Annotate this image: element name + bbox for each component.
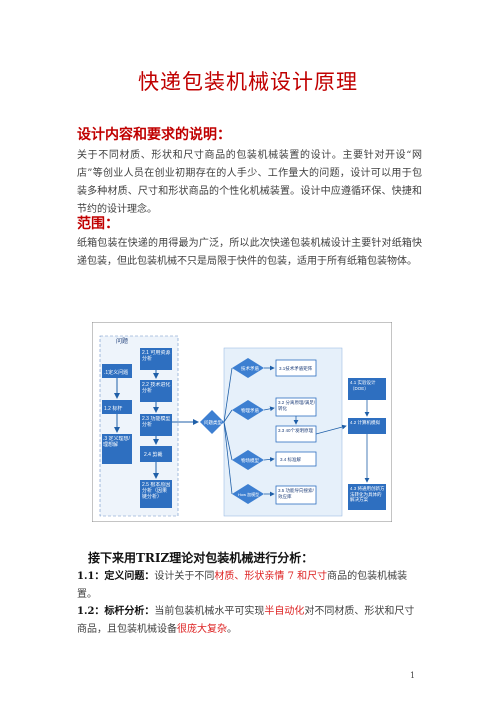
right-box-1-label: 3.1技术矛盾矩阵 xyxy=(279,365,313,372)
item-2-label: 1.2：标杆分析： xyxy=(77,606,155,617)
hub-diamond xyxy=(200,410,224,434)
section1-heading: 设计内容和要求的说明： xyxy=(77,127,231,143)
mid-box-4-label: 2.4 剪裁 xyxy=(144,451,162,458)
left-box-1-label: .1定义问题 xyxy=(104,369,128,376)
right-box-5 xyxy=(275,485,317,505)
item-2-text-c: 。 xyxy=(227,624,237,635)
right-box-4 xyxy=(275,451,317,467)
diagram-header: 问题 xyxy=(116,337,128,345)
far-box-1-label: 4.1 实验设计（DOE） xyxy=(350,380,376,391)
right-box-2-label: 3.2 分离原理/满足/转化 xyxy=(278,400,315,411)
item-1-highlight-mid: 材质、形状亲情 7 和尺寸 xyxy=(214,571,328,582)
diamond-2-label: 物理矛盾 xyxy=(241,407,259,414)
item-1-text-a: 设计关于不同 xyxy=(154,571,215,582)
mid-box-2-label: 2.2 技术进化分析 xyxy=(142,382,171,394)
diamond-3-label: 物场模型 xyxy=(241,457,259,464)
triz-subheading: 接下来用TRIZ理论对包装机械进行分析： xyxy=(88,551,314,565)
item-2-text-a: 当前包装机械水平可实现 xyxy=(154,606,265,617)
diamond-1 xyxy=(232,358,264,378)
mid-column: 2.1 可用资源分析 2.2 技术进化分析 2.3 功能模型分析 2.4 剪裁 … xyxy=(140,348,172,508)
diamond-4 xyxy=(232,484,264,504)
hub-group: 问题类型 xyxy=(172,410,224,434)
page-number: 1 xyxy=(410,671,416,680)
item-2: 1.2：标杆分析：当前包装机械水平可实现半自动化对不同材质、形状和尺寸商品，且包… xyxy=(77,603,422,639)
diamond-3 xyxy=(232,450,264,470)
mid-box-3 xyxy=(140,414,172,436)
right-box-1 xyxy=(275,359,317,377)
mid-box-4 xyxy=(140,446,172,462)
hub-label: 问题类型 xyxy=(204,419,222,426)
mid-box-5-label: 2.5 根本原因分析（因果链分析） xyxy=(142,482,171,500)
diamond-1-label: 技术矛盾 xyxy=(241,365,259,372)
left-box-3-label: .3 定义理想/理想解 xyxy=(103,436,130,448)
item-2-highlight-a: 半自动化 xyxy=(264,606,305,617)
mid-box-1-label: 2.1 可用资源分析 xyxy=(142,350,171,362)
mid-box-1 xyxy=(140,348,172,370)
document-title: 快递包装机械设计原理 xyxy=(138,70,358,94)
section2-text: 纸箱包装在快递的用得最为广泛，所以此次快递包装机械设计主要针对纸箱快递包装，但此… xyxy=(77,238,422,267)
far-box-2 xyxy=(348,418,386,434)
section1-text: 关于不同材质、形状和尺寸商品的包装机械装置的设计。主要针对开设“网店”等创业人员… xyxy=(77,150,422,215)
left-box-2-label: 1.2 标杆 xyxy=(104,405,122,412)
item-1: 1.1：定义问题：设计关于不同材质、形状亲情 7 和尺寸商品的包装机械装置。 xyxy=(77,568,422,604)
mid-box-2 xyxy=(140,380,172,402)
right-box-5-label: 3.5 功能导向搜索/效应库 xyxy=(278,488,314,499)
section2-heading: 范围： xyxy=(77,216,119,232)
left-box-2 xyxy=(102,400,132,414)
item-2-highlight-b: 很庞大复杂 xyxy=(177,624,227,635)
far-box-1 xyxy=(348,378,386,400)
diamond-4-label: How 加模型 xyxy=(238,491,259,497)
right-box-4-label: 3.4 标准解 xyxy=(280,456,302,463)
far-box-2-label: 4.2 计算机模拟 xyxy=(350,420,381,425)
item-1-label: 1.1：定义问题： xyxy=(77,571,155,582)
triz-flow-diagram: 问题 .1定义问题 1.2 标杆 .3 定义理想/理想解 2.1 可用资源分析 xyxy=(92,322,392,522)
right-box-3-label: 3.3 40个发明原理 xyxy=(278,428,314,433)
item-2-text-b: 对不同材质、形状和尺寸商品，且包装机械设备 xyxy=(77,606,415,635)
left-column: .1定义问题 1.2 标杆 .3 定义理想/理想解 xyxy=(102,364,132,464)
far-column: 4.1 实验设计（DOE） 4.2 计算机模拟 4.3 将通用创新方法转化为具体… xyxy=(315,378,386,510)
far-box-3-label: 4.3 将通用创新方法转化为具体的解决方案 xyxy=(350,486,385,502)
right-column: 3.1技术矛盾矩阵 3.2 分离原理/满足/转化 3.3 40个发明原理 3.4… xyxy=(263,359,317,505)
far-box-3 xyxy=(348,484,386,510)
left-box-1 xyxy=(102,364,132,378)
left-box-3 xyxy=(102,434,132,464)
mid-box-3-label: 2.3 功能模型分析 xyxy=(142,416,171,428)
mid-box-5 xyxy=(140,480,172,508)
diamond-2 xyxy=(232,400,264,420)
item-1-text-c: 商品的包装机械装置。 xyxy=(77,571,408,600)
